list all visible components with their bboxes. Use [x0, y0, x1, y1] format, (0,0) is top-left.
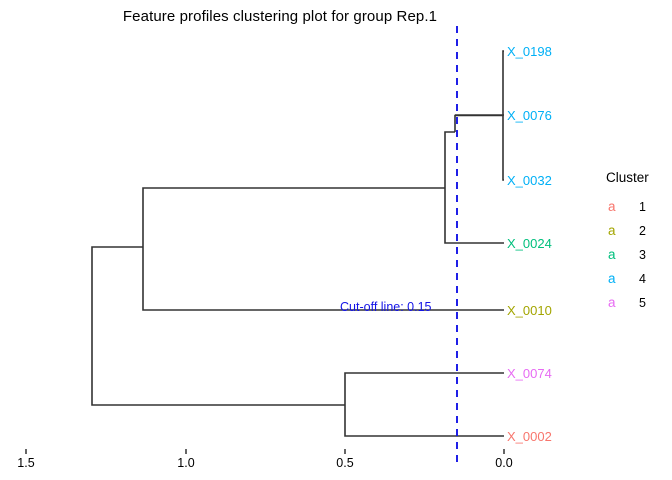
legend-key-glyph-5: a [608, 295, 616, 311]
leaf-label-x0032: X_0032 [507, 173, 552, 188]
leaf-label-x0074: X_0074 [507, 366, 552, 381]
branch-m2 [454, 114, 504, 132]
legend-item-3[interactable]: a 3 [608, 243, 672, 267]
axis-tick-label-3: 0.0 [495, 456, 512, 470]
branch-root [91, 246, 345, 406]
legend-item-4[interactable]: a 4 [608, 267, 672, 291]
legend-label-2: 2 [639, 224, 646, 238]
legend-label-3: 3 [639, 248, 646, 262]
legend-key-glyph-2: a [608, 223, 616, 239]
leaf-label-x0076: X_0076 [507, 108, 552, 123]
legend-label-4: 4 [639, 272, 646, 286]
cutoff-label: Cut-off line: 0.15 [340, 300, 432, 314]
legend-title: Cluster [606, 170, 649, 185]
legend-key-glyph-4: a [608, 271, 616, 287]
branch-m3 [444, 131, 504, 244]
axis-tick-label-2: 0.5 [336, 456, 353, 470]
legend-label-1: 1 [639, 200, 646, 214]
page-title: Feature profiles clustering plot for gro… [122, 8, 438, 25]
leaf-label-x0024: X_0024 [507, 236, 552, 251]
legend: Cluster a 1 a 2 a 3 a 4 a 5 [606, 170, 672, 315]
leaf-label-x0198: X_0198 [507, 44, 552, 59]
axis-tick-label-1: 1.0 [177, 456, 194, 470]
legend-item-2[interactable]: a 2 [608, 219, 672, 243]
leaf-label-x0010: X_0010 [507, 303, 552, 318]
legend-item-5[interactable]: a 5 [608, 291, 672, 315]
legend-key-glyph-3: a [608, 247, 616, 263]
leaf-label-x0002: X_0002 [507, 429, 552, 444]
legend-item-1[interactable]: a 1 [608, 195, 672, 219]
branch-m4 [344, 372, 504, 437]
axis-tick-label-0: 1.5 [17, 456, 34, 470]
legend-key-glyph-1: a [608, 199, 616, 215]
branch-m5 [142, 187, 504, 311]
legend-label-5: 5 [639, 296, 646, 310]
